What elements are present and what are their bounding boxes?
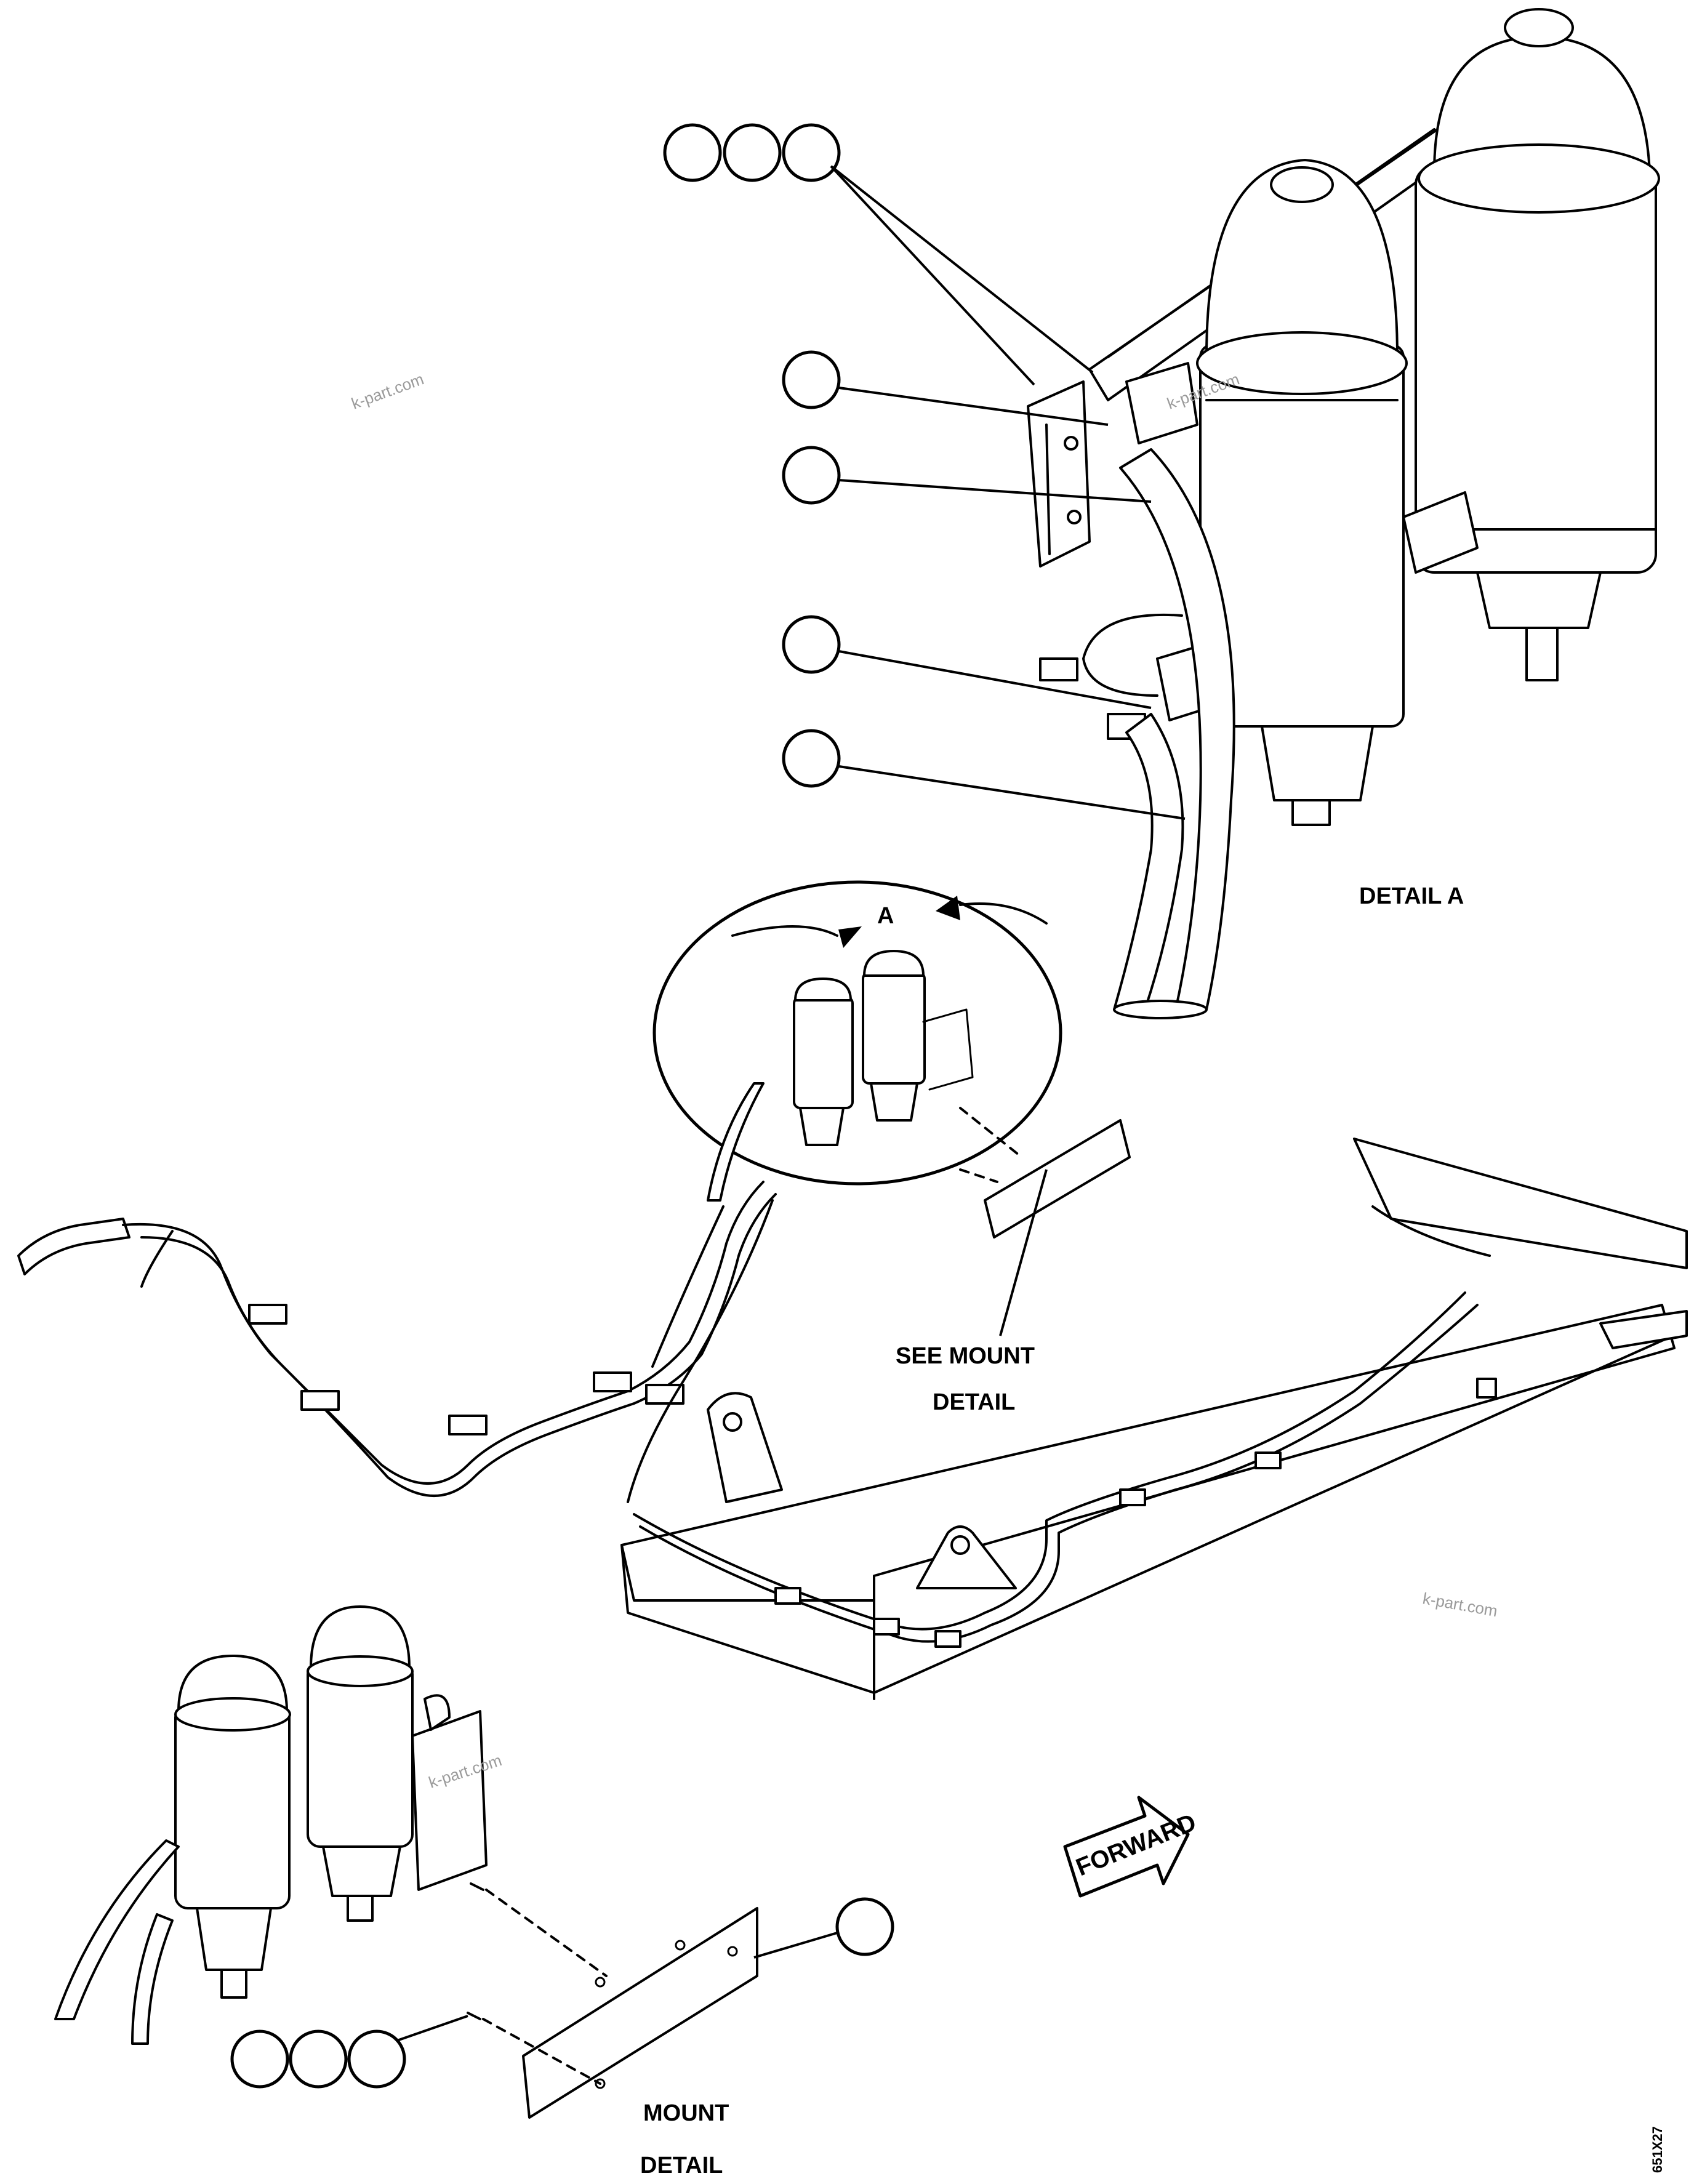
callout-circle [723,123,782,182]
callout-circle [782,729,841,788]
view-arrow-right [936,896,960,920]
frame-bracket-left [707,1392,783,1503]
detail-a-callouts [663,123,1186,820]
sensor-connector [1039,657,1078,681]
front-filter [1196,159,1408,826]
see-mount-label-line1: SEE MOUNT [896,1343,1035,1369]
fuel-line-end-fitting [17,1218,130,1275]
detail-a-assembly [1027,8,1660,1019]
callout-circle [289,2029,348,2089]
callout-circle [835,1897,894,1956]
leader-line [838,387,1109,426]
mount-detail-label-line2: DETAIL [640,2153,723,2178]
leader-line [838,479,1152,503]
fuel-fitting-upper [1125,362,1198,444]
rear-filter [1402,8,1660,681]
mount-detail-assembly [54,1605,758,2119]
drawing-code: 651X27 [1650,2126,1665,2173]
callout-circle [230,2029,289,2089]
leader-line [396,2015,468,2042]
fuel-line-routing [17,1181,777,1503]
forward-arrow: FORWARD [1063,1796,1200,1898]
watermark: k-part.com [1421,1589,1499,1620]
callout-circle [347,2029,406,2089]
callout-circle [782,615,841,674]
frame-fender [1353,1138,1688,1269]
mount-plate-small [959,1107,1131,1336]
callout-circle [782,123,841,182]
mount-detail-callouts [230,1897,894,2089]
fuel-hose-b [1113,713,1184,1011]
detail-a-label: DETAIL A [1359,883,1464,909]
leader-line [838,650,1152,709]
frame-bracket-center [916,1525,1017,1589]
see-mount-label-line2: DETAIL [933,1389,1015,1415]
leader-line [830,165,1035,386]
view-arrow-left [838,926,862,948]
view-a-ellipse: A [652,880,1062,1202]
mount-plate [522,1907,758,2119]
view-a-label: A [877,903,894,929]
leader-line [753,1932,838,1959]
frame-fitting [1476,1378,1497,1399]
callout-circle [782,446,841,505]
vehicle-frame [620,1138,1688,1700]
rear-drain-valve [1525,627,1559,681]
callout-circle [663,123,722,182]
mounting-bracket [1027,380,1091,568]
mount-detail-label-line1: MOUNT [643,2100,729,2126]
leader-line [830,165,1094,374]
callout-circle [782,350,841,409]
watermark: k-part.com [349,369,427,412]
leader-line [838,765,1186,820]
